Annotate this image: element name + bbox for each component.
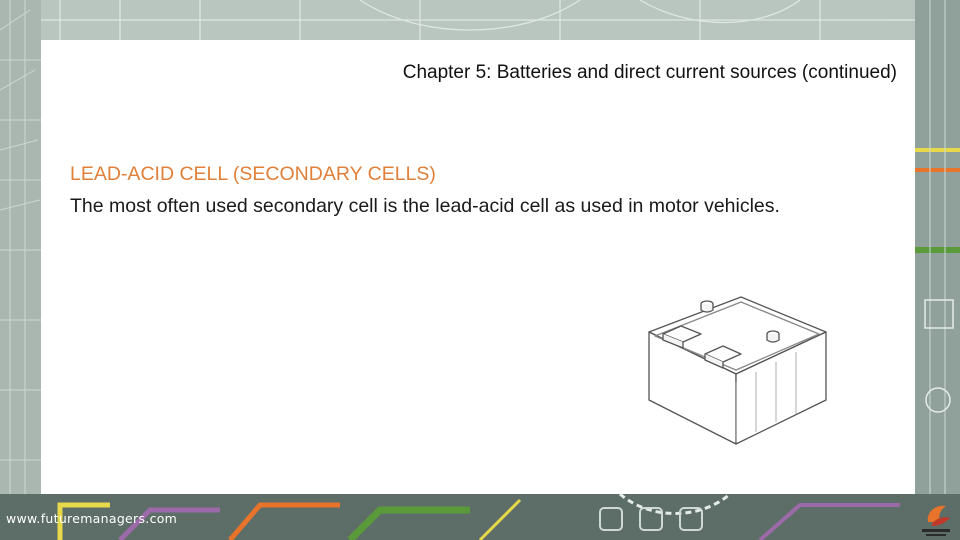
slide-title: Chapter 5: Batteries and direct current … xyxy=(402,62,897,83)
footer-website-url[interactable]: www.futuremanagers.com xyxy=(6,511,178,526)
slide-card: Chapter 5: Batteries and direct current … xyxy=(41,40,915,494)
future-managers-logo xyxy=(922,505,950,536)
body-text: The most often used secondary cell is th… xyxy=(70,195,780,217)
car-battery-illustration xyxy=(648,296,827,445)
section-heading: LEAD-ACID CELL (SECONDARY CELLS) xyxy=(70,163,436,185)
